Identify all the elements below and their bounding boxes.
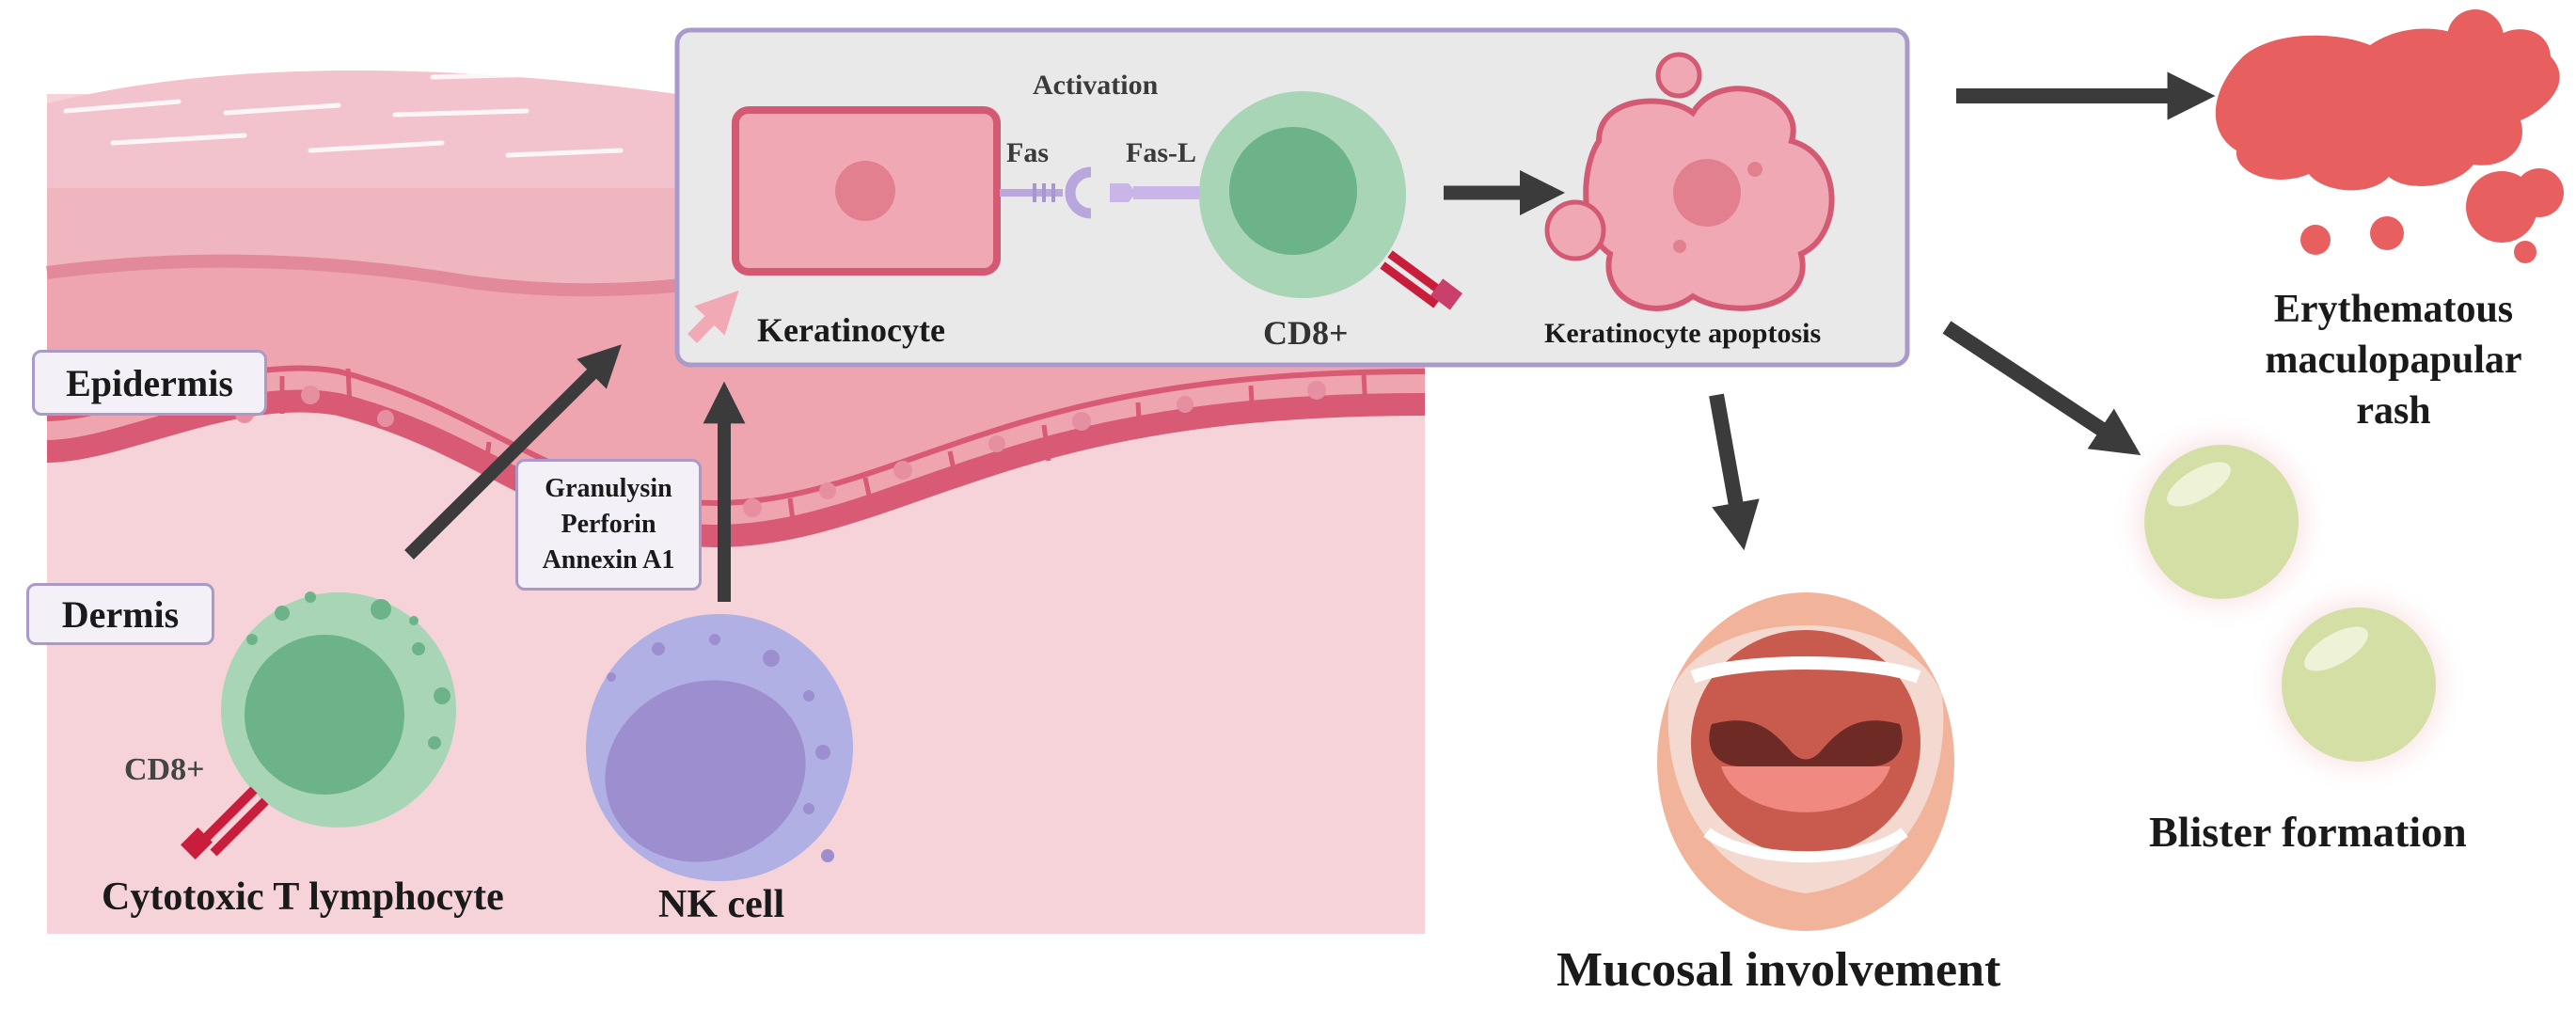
- ctl-label: Cytotoxic T lymphocyte: [102, 875, 504, 919]
- rash-lesions: [2215, 9, 2564, 263]
- cd8-label: CD8+: [1263, 314, 1349, 352]
- rash-label-line3: rash: [2356, 389, 2431, 433]
- keratinocyte-cell: [732, 106, 1001, 276]
- epidermis-tag: Epidermis: [32, 350, 267, 416]
- blisters: [2110, 411, 2470, 796]
- nk-label: NK cell: [658, 883, 785, 926]
- mucosal-label: Mucosal involvement: [1557, 943, 2001, 997]
- cd8-cell: [1199, 91, 1463, 310]
- arrow-ctl-to-epidermis: [404, 344, 622, 560]
- blister-label: Blister formation: [2149, 808, 2467, 856]
- fasl-label: Fas-L: [1126, 137, 1196, 168]
- dermis-label: Dermis: [61, 592, 180, 636]
- ctl-marker-label: CD8+: [124, 752, 205, 787]
- dermis-tag: Dermis: [26, 583, 214, 645]
- surface-flakes: [63, 71, 624, 158]
- mediators-box: Granulysin Perforin Annexin A1: [515, 459, 702, 591]
- apoptotic-keratinocyte: [1544, 52, 1835, 311]
- open-mouth: [1657, 592, 1954, 931]
- mediator-granulysin: Granulysin: [545, 474, 672, 503]
- stratum-corneum: [47, 71, 677, 188]
- activation-inset: [674, 27, 1910, 368]
- arrow-to-blister: [1942, 321, 2141, 456]
- rash-label-line1: Erythematous: [2273, 288, 2514, 331]
- tcr-receptor-icon: [181, 786, 269, 859]
- fas-label: Fas: [1006, 137, 1049, 168]
- arrow-into-inset: [687, 290, 739, 343]
- mediator-perforin: Perforin: [561, 510, 656, 539]
- cd8-receptor-icon: [1380, 250, 1463, 310]
- cytotoxic-t-cell: [181, 591, 456, 859]
- mediator-annexin: Annexin A1: [542, 545, 675, 575]
- keratinocyte-label: Keratinocyte: [757, 311, 945, 349]
- activation-label: Activation: [1033, 70, 1159, 101]
- epidermis-label: Epidermis: [66, 361, 233, 404]
- rash-label-line2: maculopapular: [2265, 339, 2522, 382]
- apoptosis-label: Keratinocyte apoptosis: [1544, 318, 1822, 349]
- arrow-to-mucosa: [1709, 393, 1760, 551]
- nk-cell: [586, 614, 853, 881]
- rash-label: Erythematous maculopapular rash: [2210, 284, 2576, 436]
